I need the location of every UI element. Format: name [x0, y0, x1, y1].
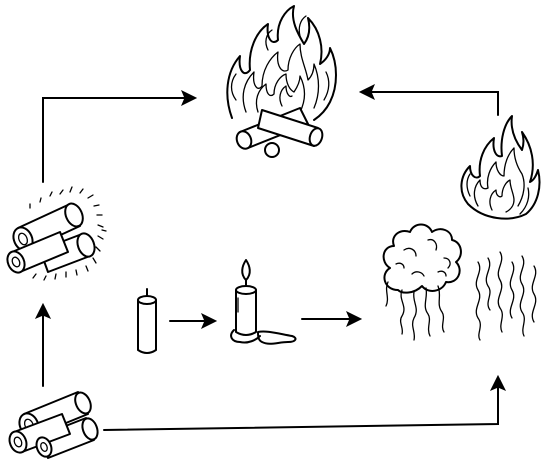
arrow-logs-to-heated-logs [34, 302, 52, 387]
smoke-cloud-icon [382, 223, 462, 341]
arrow-logs-to-smoke [103, 374, 507, 431]
heated-logs-icon [6, 186, 107, 281]
vapor-icon [475, 251, 537, 341]
logs-icon [8, 391, 99, 459]
candle-icon [137, 288, 157, 354]
arrow-candle-to-lit-candle [169, 312, 218, 330]
arrow-flames-to-campfire [358, 83, 499, 116]
heat-marks [29, 186, 107, 281]
arrow-heated-logs-to-campfire [42, 89, 198, 183]
lit-candle-icon [230, 259, 297, 345]
flames-icon [460, 115, 541, 220]
campfire-icon [226, 5, 337, 158]
arrow-lit-candle-to-smoke [301, 310, 363, 328]
